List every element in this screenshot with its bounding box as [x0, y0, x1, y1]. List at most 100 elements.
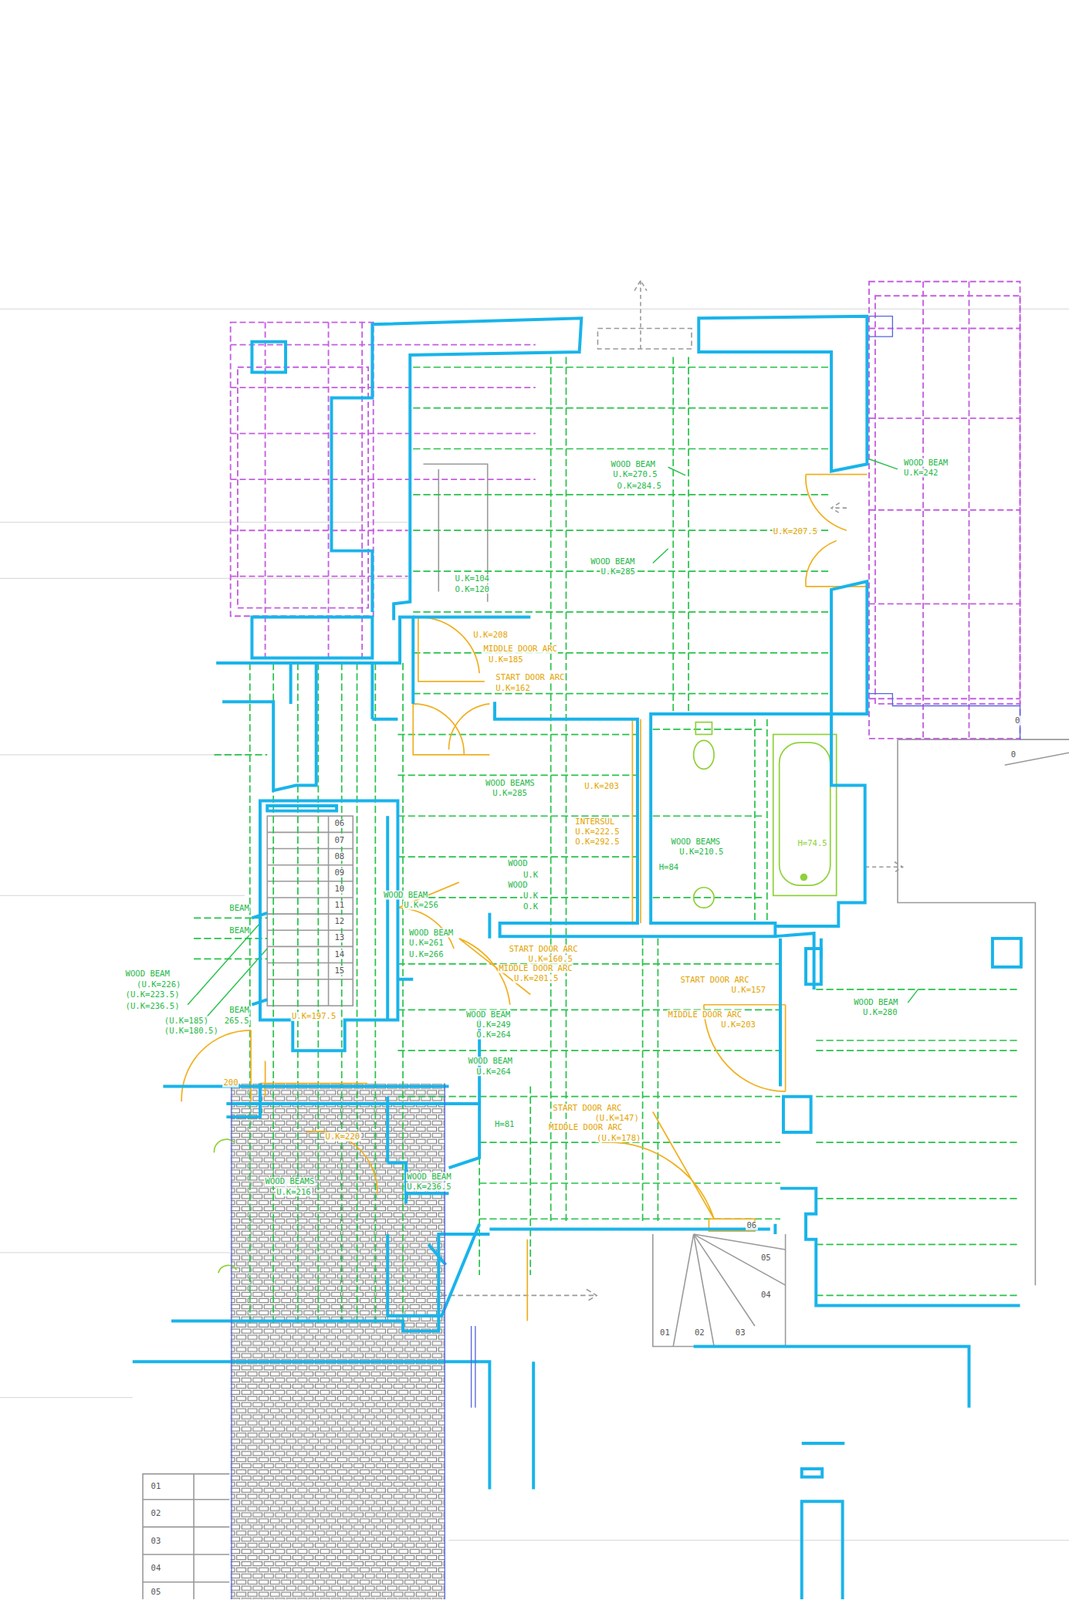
plan-label: H=74.5: [796, 838, 829, 848]
plan-label: 03: [149, 1535, 162, 1546]
plan-label: WOOD BEAM: [852, 997, 900, 1007]
plan-label: U.K=220: [324, 1132, 361, 1142]
plan-label: WOOD BEAM: [609, 460, 657, 470]
plan-label: 05: [149, 1586, 162, 1597]
plan-label: U.K=197.5: [290, 1011, 338, 1022]
plan-label: U.K=207.5: [771, 527, 819, 537]
plan-label: WOOD BEAM: [465, 1009, 512, 1019]
plan-label: 0: [1009, 749, 1017, 759]
plan-label: WOOD: [507, 880, 529, 890]
plan-label: WOOD BEAM: [589, 557, 636, 567]
plan-label: MIDDLE DOOR ARC: [497, 964, 574, 974]
plan-label: 02: [693, 1328, 706, 1338]
plan-label: 02: [149, 1508, 162, 1519]
plan-label: U.K=264: [475, 1066, 512, 1076]
plan-label: U.K=162: [494, 683, 532, 693]
plan-label: MIDDLE DOOR ARC: [548, 1123, 624, 1133]
plan-label: WOOD BEAM: [466, 1056, 514, 1066]
bathroom-fixtures: [213, 722, 836, 1274]
plan-label: 10: [333, 884, 346, 894]
plan-label: (U.K=180.5): [162, 1025, 220, 1036]
plan-label: WOOD BEAMS: [263, 1177, 315, 1187]
plan-label: U.K=104: [453, 574, 491, 584]
plan-label: START DOOR ARC: [494, 673, 566, 683]
plan-label: 13: [333, 933, 346, 943]
plan-label: O.K=264: [475, 1030, 512, 1040]
plan-label: WOOD: [507, 859, 529, 869]
plan-label: WOOD BEAM: [405, 1171, 453, 1181]
plan-label: 200: [222, 1078, 240, 1088]
plan-label: MIDDLE DOOR ARC: [482, 644, 559, 654]
plan-label: U.K=216: [275, 1187, 312, 1197]
purple-structure: [230, 281, 1021, 739]
plan-label: (U.K=147): [593, 1113, 640, 1124]
plan-label: U.K: [522, 869, 540, 880]
plan-label: U.K: [522, 891, 540, 901]
plan-label: (U.K=185): [162, 1015, 210, 1026]
plan-label: U.K=249: [475, 1020, 512, 1030]
plan-label: INTERSUL: [574, 817, 616, 827]
plan-label: WOOD BEAM: [382, 890, 430, 900]
plan-label: 265.5: [223, 1015, 250, 1026]
plan-label: H=81: [493, 1119, 516, 1130]
plan-label: U.K=242: [903, 468, 940, 478]
plan-label: U.K=261: [408, 938, 445, 948]
walls: [132, 316, 1022, 1600]
plan-label: U.K=266: [408, 949, 445, 959]
blue-thin: [231, 316, 1021, 1600]
plan-label: 12: [333, 916, 346, 927]
plan-label: 15: [333, 966, 346, 976]
plan-label: 05: [760, 1253, 772, 1263]
plan-label: U.K=203: [583, 781, 620, 791]
door-arcs: [181, 474, 867, 1322]
plan-label: MIDDLE DOOR ARC: [666, 1009, 743, 1019]
plan-label: U.K=157: [730, 985, 767, 995]
plan-label: U.K=208: [472, 630, 509, 640]
existing-grey: [142, 280, 1069, 1600]
plan-label: U.K=210.5: [678, 847, 725, 857]
plan-label: 06: [333, 818, 346, 829]
brick-paving: [230, 1082, 446, 1600]
plan-label: U.K=285: [599, 567, 636, 577]
plan-label: (U.K=236.5): [124, 1001, 181, 1012]
plan-label: 11: [333, 900, 346, 911]
plan-label: WOOD BEAM: [903, 457, 950, 467]
plan-label: (U.K=223.5): [124, 990, 181, 1000]
plan-label: 06: [745, 1221, 758, 1231]
plan-label: WOOD BEAMS: [484, 778, 536, 788]
grid-lines: [0, 308, 1069, 1540]
plan-label: BEAM: [228, 903, 251, 914]
plan-label: (U.K=178): [595, 1133, 643, 1143]
plan-label: BEAM: [228, 1005, 251, 1015]
plan-label: START DOOR ARC: [551, 1103, 623, 1113]
plan-label: H=84: [657, 862, 680, 873]
plan-label: 14: [333, 949, 346, 959]
plan-label: 04: [760, 1290, 772, 1300]
plan-label: START DOOR ARC: [507, 944, 579, 954]
green-beams: [193, 357, 1020, 1327]
plan-label: U.K=285: [491, 788, 528, 799]
plan-label: O.K=292.5: [574, 837, 621, 847]
plan-label: START DOOR ARC: [679, 974, 751, 985]
plan-label: 04: [149, 1563, 162, 1574]
plan-label: U.K=270.5: [612, 470, 659, 480]
plan-label: (U.K=226): [135, 980, 183, 990]
plan-label: U.K=256: [402, 900, 440, 911]
plan-label: O.K=120: [453, 584, 491, 594]
plan-label: 01: [659, 1328, 671, 1338]
plan-label: WOOD BEAMS: [669, 837, 721, 847]
plan-label: O.K=284.5: [615, 481, 663, 491]
plan-label: U.K=203: [720, 1020, 757, 1030]
plan-label: BEAM: [228, 926, 251, 936]
plan-label: 09: [333, 868, 346, 878]
plan-label: U.K=201.5: [513, 974, 560, 984]
plan-label: WOOD BEAM: [124, 968, 171, 978]
plan-label: U.K=185: [487, 654, 525, 664]
plan-label: WOOD BEAM: [408, 928, 455, 938]
plan-label: U.K=280: [862, 1008, 899, 1018]
plan-label: 08: [333, 852, 346, 862]
green-leaders: [187, 459, 918, 1021]
plan-label: 03: [734, 1328, 747, 1338]
plan-label: U.K=236.5: [405, 1182, 453, 1192]
